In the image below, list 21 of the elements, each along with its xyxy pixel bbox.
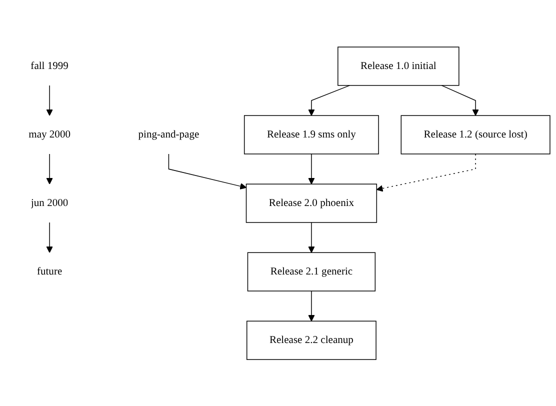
node-box: Release 2.1 generic xyxy=(247,252,376,292)
node-text: future xyxy=(36,266,62,278)
node-box: Release 1.0 initial xyxy=(338,46,460,86)
node-text: may 2000 xyxy=(28,128,70,140)
node-text: jun 2000 xyxy=(30,197,68,209)
arrow xyxy=(376,153,476,192)
arrow xyxy=(46,153,53,184)
node-text: fall 1999 xyxy=(30,60,68,72)
arrow xyxy=(308,153,315,184)
arrow xyxy=(441,84,479,116)
node-text: ping-and-page xyxy=(138,128,200,140)
arrow xyxy=(308,222,315,253)
arrow xyxy=(308,290,315,322)
node-box: Release 1.9 sms only xyxy=(244,114,379,154)
arrow xyxy=(308,84,350,116)
node-box: Release 2.0 phoenix xyxy=(246,183,378,223)
node-box: Release 2.2 cleanup xyxy=(246,320,376,360)
arrow xyxy=(168,153,247,190)
arrow xyxy=(46,84,53,116)
node-box: Release 1.2 (source lost) xyxy=(400,114,550,154)
arrow xyxy=(46,222,53,253)
